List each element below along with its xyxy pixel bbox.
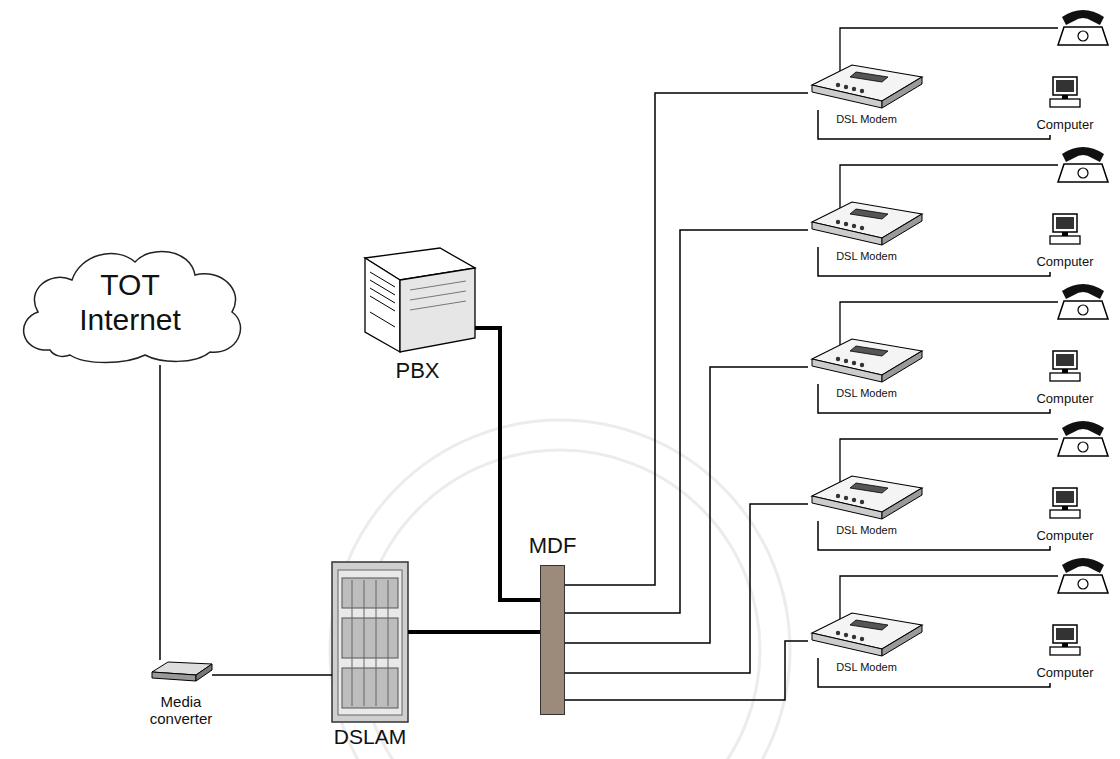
computer-icon <box>1050 488 1080 518</box>
node-label: PBX <box>395 358 439 383</box>
dslam-rack-icon <box>332 562 408 722</box>
dsl-modem-node: DSL Modem <box>808 200 925 247</box>
media-converter-node: Media converter <box>150 660 212 690</box>
cable-connector <box>565 641 808 700</box>
cable-connector <box>212 674 332 676</box>
cable-connector <box>818 521 1050 550</box>
cloud-node: TOT Internet <box>10 240 250 365</box>
telephone-icon <box>1058 10 1108 45</box>
dsl-modem-node: DSL Modem <box>808 474 925 521</box>
node-label: DSL Modem <box>836 250 897 263</box>
node-label: DSL Modem <box>836 387 897 400</box>
dsl-modem-node: DSL Modem <box>808 63 925 110</box>
cable-connector <box>818 110 1050 139</box>
computer-node: Computer <box>1030 623 1100 683</box>
watermark-emblem <box>330 420 790 759</box>
node-label: DSLAM <box>334 725 406 749</box>
node-label: Computer <box>1036 255 1093 270</box>
computer-icon <box>1050 351 1080 381</box>
node-label: TOT Internet <box>55 268 205 337</box>
node-label: DSL Modem <box>836 661 897 674</box>
cable-connector <box>565 367 808 643</box>
dsl-modem-node: DSL Modem <box>808 611 925 658</box>
node-label: Computer <box>1036 529 1093 544</box>
dslam-node: DSLAM <box>332 562 408 722</box>
cloud-shape <box>24 251 241 362</box>
computer-icon <box>1050 625 1080 655</box>
row-0-devices <box>812 10 1108 108</box>
row-4-devices <box>812 558 1108 656</box>
node-label: Computer <box>1036 392 1093 407</box>
node-label: MDF <box>529 533 577 558</box>
phone-wire <box>840 165 1058 208</box>
telephone-icon <box>1058 421 1108 456</box>
node-label: DSL Modem <box>836 524 897 537</box>
computer-icon <box>1050 77 1080 107</box>
node-label: Computer <box>1036 666 1093 681</box>
row-1-devices <box>812 147 1108 245</box>
computer-node: Computer <box>1030 75 1100 135</box>
cable-connector <box>565 93 808 585</box>
dsl-modem-node: DSL Modem <box>808 337 925 384</box>
telephone-icon <box>1058 558 1108 593</box>
modem-icon <box>812 476 922 519</box>
mdf-bar: MDF <box>540 565 565 715</box>
phone-wire <box>840 576 1058 619</box>
pbx-server-icon <box>365 248 475 352</box>
row-2-devices <box>812 284 1108 382</box>
computer-icon <box>1050 214 1080 244</box>
node-label: DSL Modem <box>836 113 897 126</box>
computer-node: Computer <box>1030 486 1100 546</box>
pbx-node: PBX <box>360 248 475 355</box>
cable-connector <box>159 365 161 660</box>
modem-icon <box>812 339 922 382</box>
media-converter-icon <box>152 662 212 681</box>
cable-connector <box>475 328 540 600</box>
modem-icon <box>812 202 922 245</box>
node-label: Media converter <box>136 693 226 728</box>
cable-connector <box>408 630 540 634</box>
cable-connector <box>818 384 1050 413</box>
phone-wire <box>840 28 1058 71</box>
phone-wire <box>840 439 1058 482</box>
node-label: Computer <box>1036 118 1093 133</box>
telephone-icon <box>1058 284 1108 319</box>
phone-wire <box>840 302 1058 345</box>
cable-connector <box>565 230 808 613</box>
modem-icon <box>812 65 922 108</box>
row-3-devices <box>812 421 1108 519</box>
telephone-icon <box>1058 147 1108 182</box>
computer-node: Computer <box>1030 349 1100 409</box>
cable-connector <box>818 658 1050 687</box>
cable-connector <box>565 504 808 673</box>
modem-icon <box>812 613 922 656</box>
cable-connector <box>818 247 1050 276</box>
computer-node: Computer <box>1030 212 1100 272</box>
